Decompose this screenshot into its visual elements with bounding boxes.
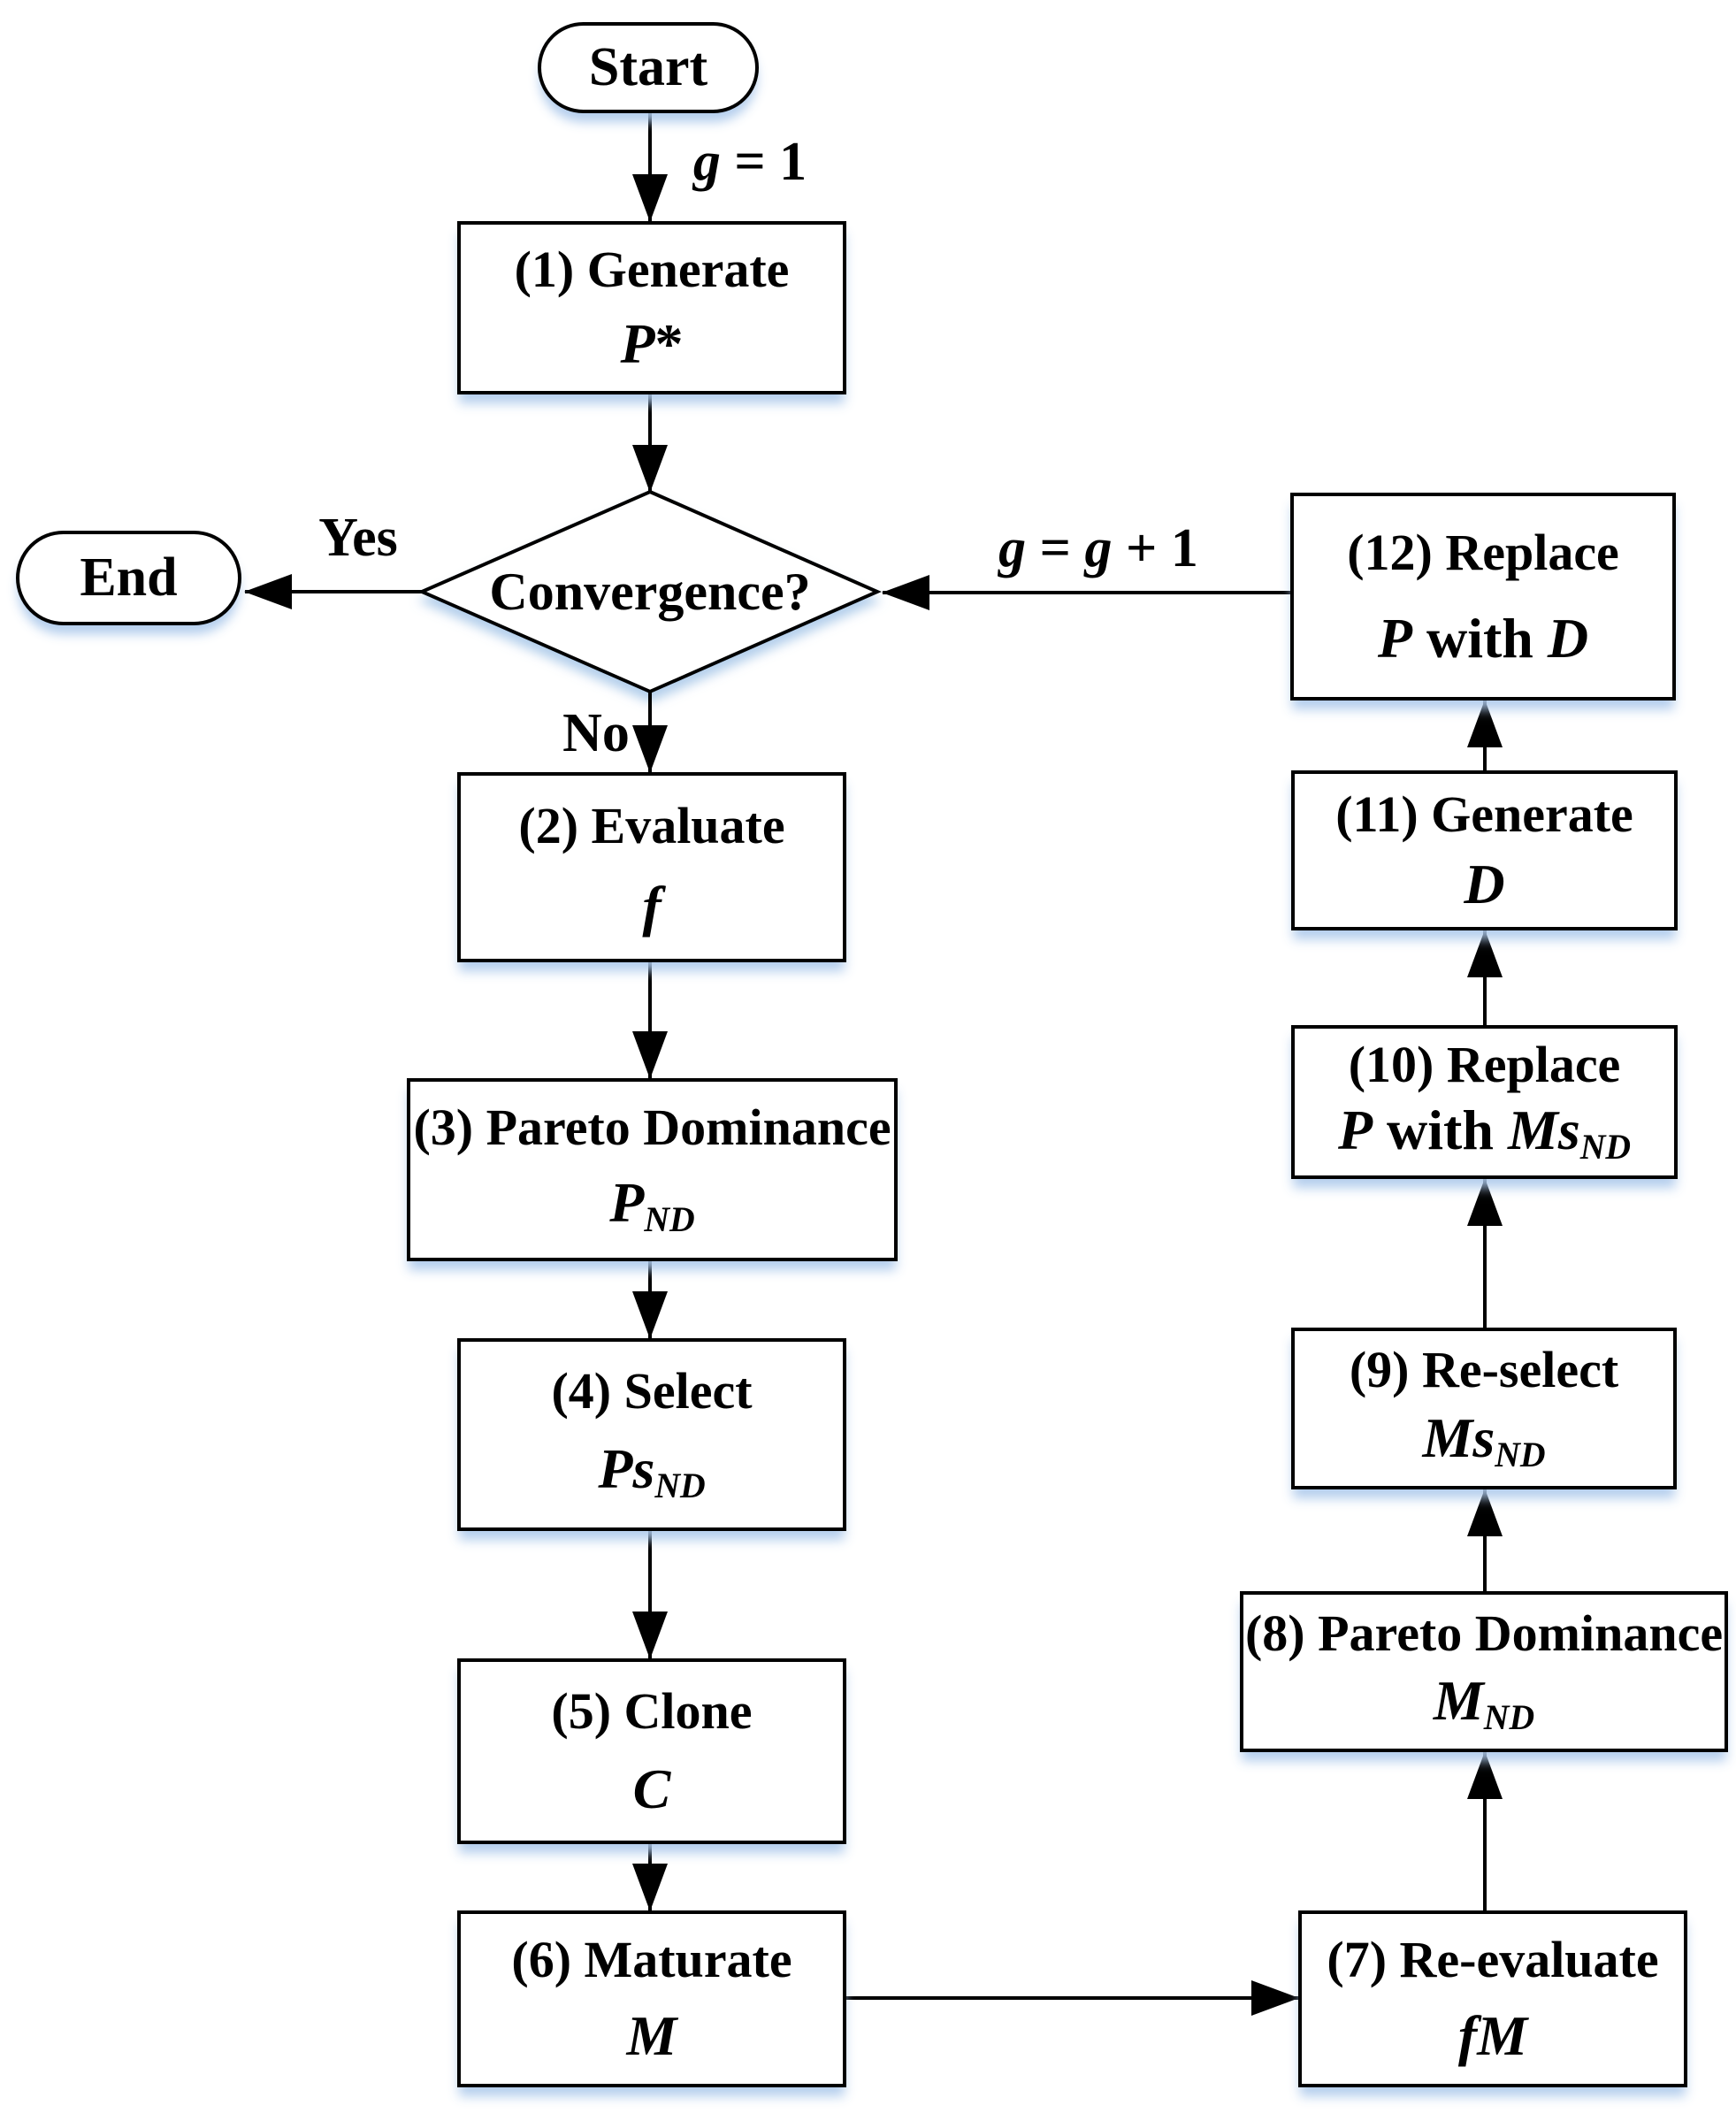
step-11-variable: D <box>1464 852 1505 915</box>
step-3-title: (3) Pareto Dominance <box>413 1099 891 1157</box>
step-5-clone-box: (5) Clone C <box>457 1658 846 1844</box>
step-8-variable: MND <box>1433 1669 1535 1738</box>
step-8-title: (8) Pareto Dominance <box>1244 1604 1724 1662</box>
step-7-title: (7) Re-evaluate <box>1327 1931 1659 1989</box>
step-2-variable: f <box>642 874 662 938</box>
step-12-title: (12) Replace <box>1347 524 1619 582</box>
step-4-title: (4) Select <box>551 1361 753 1420</box>
step-6-variable: M <box>626 2003 677 2067</box>
step-3-pareto-dominance-box: (3) Pareto Dominance PND <box>407 1078 898 1261</box>
step-11-title: (11) Generate <box>1335 785 1633 844</box>
step-5-title: (5) Clone <box>551 1681 753 1740</box>
step-1-title: (1) Generate <box>514 241 790 299</box>
step-2-evaluate-box: (2) Evaluate f <box>457 772 846 962</box>
step-7-variable: fM <box>1457 2003 1528 2067</box>
start-label: Start <box>588 37 708 97</box>
step-9-title: (9) Re-select <box>1349 1341 1619 1399</box>
step-9-variable: MsND <box>1422 1406 1546 1475</box>
start-node: Start <box>538 22 759 113</box>
step-12-replace-box: (12) Replace P with D <box>1290 493 1676 701</box>
step-4-select-box: (4) Select PsND <box>457 1338 846 1531</box>
edge-label-no: No <box>562 703 630 763</box>
edge-label-g-increment: g = g + 1 <box>998 518 1198 578</box>
connectors <box>244 113 1503 2016</box>
step-1-variable: P* <box>620 311 684 375</box>
step-11-generate-box: (11) Generate D <box>1291 770 1678 930</box>
edge-label-yes: Yes <box>318 508 398 568</box>
step-3-variable: PND <box>609 1171 695 1240</box>
edge-label-g-init: g = 1 <box>692 132 807 192</box>
step-4-variable: PsND <box>598 1437 706 1506</box>
step-10-replace-box: (10) Replace P with MsND <box>1291 1025 1678 1179</box>
end-label: End <box>80 547 178 608</box>
step-1-generate-box: (1) Generate P* <box>457 221 846 394</box>
end-node: End <box>16 531 241 625</box>
decision-convergence-label: Convergence? <box>489 563 811 621</box>
step-2-title: (2) Evaluate <box>518 797 785 855</box>
step-7-re-evaluate-box: (7) Re-evaluate fM <box>1298 1910 1687 2087</box>
step-12-variable: P with D <box>1377 606 1589 670</box>
step-10-title: (10) Replace <box>1348 1036 1621 1094</box>
step-9-re-select-box: (9) Re-select MsND <box>1291 1328 1677 1489</box>
step-6-maturate-box: (6) Maturate M <box>457 1910 846 2087</box>
step-10-variable: P with MsND <box>1337 1099 1632 1168</box>
step-5-variable: C <box>632 1757 671 1821</box>
step-8-pareto-dominance-box: (8) Pareto Dominance MND <box>1240 1591 1728 1752</box>
step-6-title: (6) Maturate <box>511 1931 792 1989</box>
